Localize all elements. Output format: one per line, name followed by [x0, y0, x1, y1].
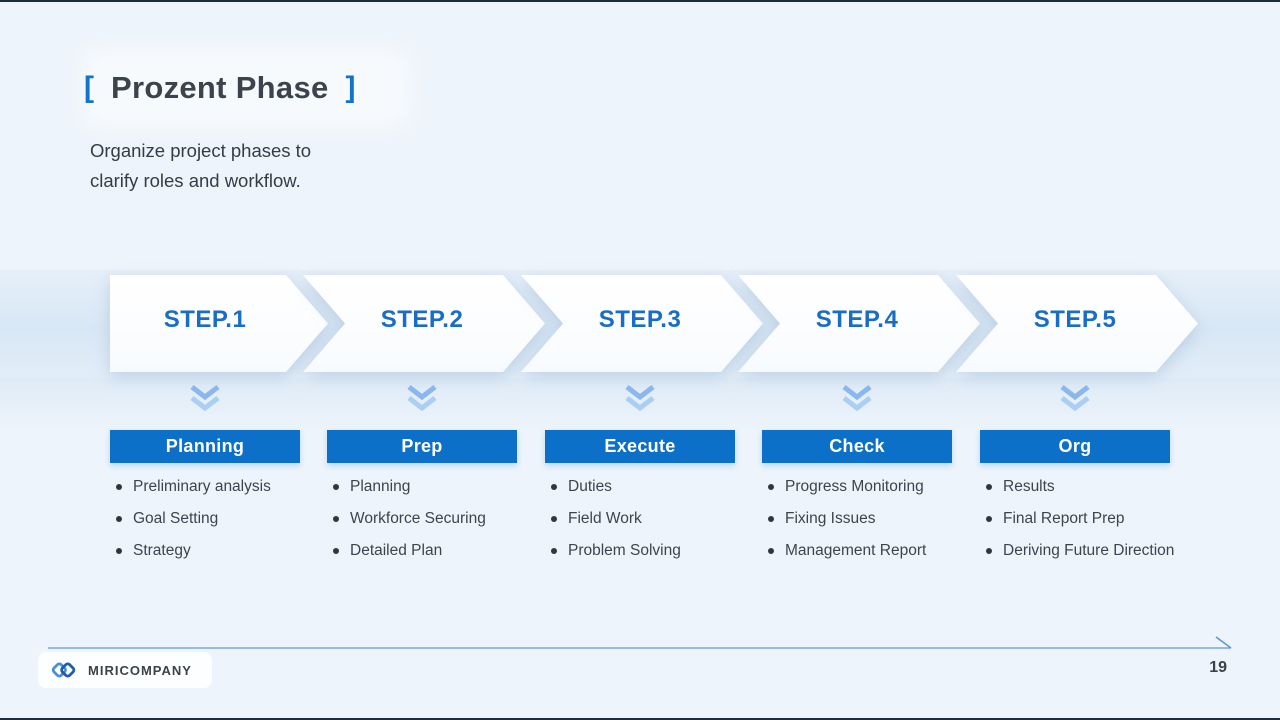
- step-label-4: STEP.4: [815, 306, 899, 333]
- bullet-dot: [116, 516, 122, 522]
- bullet-dot: [768, 548, 774, 554]
- phase-list-planning: Preliminary analysis Goal Setting Strate…: [116, 471, 334, 567]
- phase-list-check: Progress Monitoring Fixing Issues Manage…: [768, 471, 986, 567]
- bullet-dot: [116, 484, 122, 490]
- list-item-label: Results: [1003, 478, 1055, 495]
- list-item: Strategy: [116, 535, 334, 567]
- phase-header-execute: Execute: [545, 430, 735, 463]
- list-item: Preliminary analysis: [116, 471, 334, 503]
- phase-header-prep: Prep: [327, 430, 517, 463]
- double-chevron-down-icon: [545, 384, 735, 417]
- list-item: Problem Solving: [551, 535, 769, 567]
- list-item: Deriving Future Direction: [986, 535, 1204, 567]
- list-item: Fixing Issues: [768, 503, 986, 535]
- process-arrow-3: [521, 275, 763, 372]
- step-label-5: STEP.5: [1033, 306, 1117, 333]
- bullet-dot: [116, 548, 122, 554]
- list-item-label: Deriving Future Direction: [1003, 542, 1175, 559]
- company-logo-icon: [51, 662, 76, 678]
- process-arrow-5: [956, 275, 1198, 372]
- list-item: Detailed Plan: [333, 535, 551, 567]
- brand-lockup: MIRICOMPANY: [38, 652, 212, 688]
- brand-name: MIRICOMPANY: [88, 662, 192, 678]
- list-item-label: Duties: [568, 478, 612, 495]
- list-item: Field Work: [551, 503, 769, 535]
- list-item-label: Management Report: [785, 542, 927, 559]
- bullet-dot: [333, 548, 339, 554]
- step-label-1: STEP.1: [163, 306, 247, 333]
- phase-list-prep: Planning Workforce Securing Detailed Pla…: [333, 471, 551, 567]
- bullet-dot: [986, 548, 992, 554]
- list-item-label: Strategy: [133, 542, 191, 559]
- process-arrow-1: [110, 275, 328, 372]
- page-number: 19: [1209, 659, 1227, 676]
- phase-header-check: Check: [762, 430, 952, 463]
- subtitle-line-2: clarify roles and workflow.: [90, 170, 301, 191]
- title-block: [ Prozent Phase ]: [84, 64, 356, 112]
- double-chevron-down-icon: [327, 384, 517, 417]
- list-item-label: Planning: [350, 478, 411, 495]
- bullet-dot: [551, 484, 557, 490]
- list-item: Workforce Securing: [333, 503, 551, 535]
- footer-divider: [48, 636, 1232, 649]
- list-item: Planning: [333, 471, 551, 503]
- page-title: Prozent Phase: [111, 70, 329, 105]
- list-item: Goal Setting: [116, 503, 334, 535]
- list-item-label: Preliminary analysis: [133, 478, 271, 495]
- bullet-dot: [986, 516, 992, 522]
- list-item-label: Detailed Plan: [350, 542, 443, 559]
- title-glow: [96, 62, 396, 114]
- list-item-label: Goal Setting: [133, 510, 219, 527]
- bullet-dot: [986, 484, 992, 490]
- list-item: Progress Monitoring: [768, 471, 986, 503]
- phase-header-org: Org: [980, 430, 1170, 463]
- list-item-label: Progress Monitoring: [785, 478, 924, 495]
- list-item: Duties: [551, 471, 769, 503]
- subtitle: Organize project phases to clarify roles…: [90, 136, 410, 196]
- step-label-3: STEP.3: [598, 306, 682, 333]
- list-item-label: Problem Solving: [568, 542, 681, 559]
- process-arrow-4: [738, 275, 980, 372]
- title-bracket-right: ]: [345, 71, 356, 104]
- subtitle-line-1: Organize project phases to: [90, 140, 312, 161]
- process-arrow-2: [303, 275, 545, 372]
- double-chevron-down-icon: [762, 384, 952, 417]
- double-chevron-down-icon: [980, 384, 1170, 417]
- phase-header-planning: Planning: [110, 430, 300, 463]
- bullet-dot: [768, 484, 774, 490]
- title-bracket-left: [: [84, 71, 94, 104]
- slide-top-edge: [0, 0, 1280, 2]
- list-item: Final Report Prep: [986, 503, 1204, 535]
- bullet-dot: [551, 516, 557, 522]
- slide-bottom-edge: [0, 718, 1280, 720]
- step-label-2: STEP.2: [380, 306, 464, 333]
- list-item: Management Report: [768, 535, 986, 567]
- phase-list-org: Results Final Report Prep Deriving Futur…: [986, 471, 1204, 567]
- list-item-label: Fixing Issues: [785, 510, 876, 527]
- bullet-dot: [768, 516, 774, 522]
- double-chevron-down-icon: [110, 384, 300, 417]
- bullet-dot: [333, 484, 339, 490]
- list-item-label: Field Work: [568, 510, 642, 527]
- list-item-label: Final Report Prep: [1003, 510, 1125, 527]
- phase-list-execute: Duties Field Work Problem Solving: [551, 471, 769, 567]
- bullet-dot: [551, 548, 557, 554]
- bullet-dot: [333, 516, 339, 522]
- list-item: Results: [986, 471, 1204, 503]
- list-item-label: Workforce Securing: [350, 510, 486, 527]
